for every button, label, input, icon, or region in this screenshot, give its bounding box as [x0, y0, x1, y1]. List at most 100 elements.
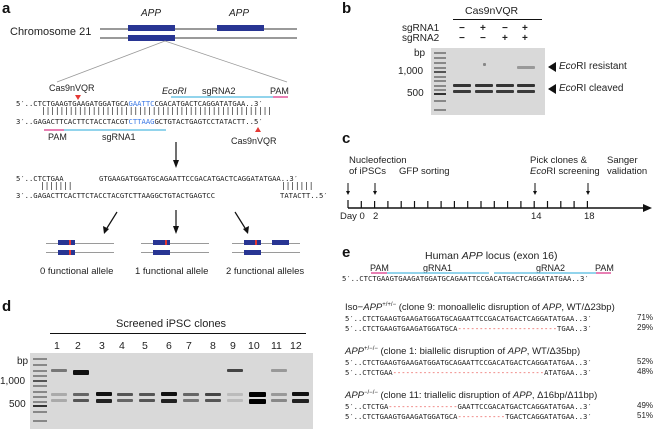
lane-number: 7 — [186, 340, 192, 352]
marker-500-label: 500 — [9, 399, 26, 410]
outcome-2-label: 2 functional alleles — [226, 266, 305, 277]
allele-sequence: 5′..CTCTGA----------------GAATTCCGACATGA… — [345, 402, 592, 411]
mutation-mark — [165, 240, 167, 245]
allele-percent: 51% — [637, 411, 654, 420]
lane-sign: − — [459, 33, 465, 44]
pam-bottom-label: PAM — [48, 132, 67, 142]
chromosome-line-bottom — [100, 37, 297, 39]
event-pick-clones-line2: EcoRI screening — [530, 166, 600, 177]
exon-box — [58, 240, 75, 245]
cas9nvqr-header: Cas9nVQR — [465, 5, 519, 17]
lane-number: 6 — [166, 340, 172, 352]
allele-line — [141, 243, 209, 244]
cut-bottom-right: TATACTT..5′ — [280, 191, 328, 200]
event-gfp-sorting: GFP sorting — [399, 166, 450, 177]
header-underline — [453, 19, 542, 20]
sequence-top-strand: 5′..CTCTGAAGTGAAGATGGATGCAGAATTCCGACATGA… — [16, 99, 263, 108]
exon-box — [153, 250, 170, 255]
ecori-cleaved-annotation: EcoRI cleaved — [559, 83, 624, 94]
exon-box — [244, 240, 261, 245]
cut-top-right: GTGAAGATGGATGCAGAATTCCGACATGACTCAGGATATG… — [99, 174, 299, 183]
bp-label: bp — [414, 48, 426, 59]
mutation-mark — [255, 240, 257, 245]
allele-percent: 29% — [637, 323, 654, 332]
event-nucleofection-line1: Nucleofection — [349, 155, 407, 166]
exon-box — [128, 25, 175, 31]
sgrna2-label: sgRNA2 — [202, 86, 236, 96]
lane-sign: − — [480, 33, 486, 44]
screened-clones-header: Screened iPSC clones — [116, 318, 227, 330]
exon-box — [58, 250, 75, 255]
ecori-label: EcoRI — [162, 86, 187, 96]
outcome-1-label: 1 functional allele — [135, 266, 209, 277]
cut-bottom-left: 3′..GAGACTTCACTTCTACCTACGTCTTAAGGCTGTACT… — [16, 191, 216, 200]
genotype-title-clone1: APP+/−/− (clone 1: biallelic disruption … — [345, 346, 581, 358]
panel-d-label: d — [2, 298, 12, 315]
allele-line — [46, 243, 114, 244]
day-0-label: Day 0 — [340, 211, 365, 222]
day-18-label: 18 — [584, 211, 595, 222]
event-sanger-line2: validation — [607, 166, 648, 177]
genotype-title-clone11: APP−/−/− (clone 11: triallelic disruptio… — [345, 390, 598, 402]
marker-1000-label: 1,000 — [0, 376, 26, 387]
allele-sequence: 5′..CTCTGAAGTGAAGATGGATGCA--------------… — [345, 324, 592, 333]
sgrna2-row-label: sgRNA2 — [402, 33, 440, 44]
allele-sequence: 5′..CTCTGAAGTGAAGATGGATGCAGAATTCCGACATGA… — [345, 358, 592, 367]
base-pair-bars: ||||||||||||||||||||||||||||||||||||||||… — [41, 106, 272, 115]
allele-line — [46, 252, 114, 253]
outcome-0-label: 0 functional allele — [40, 266, 114, 277]
allele-percent: 49% — [637, 401, 654, 410]
lane-number: 10 — [248, 340, 260, 352]
pam-left-label: PAM — [370, 263, 389, 273]
gene-label-app-1: APP — [141, 8, 162, 19]
lane-sign: + — [502, 33, 508, 44]
allele-line — [141, 252, 209, 253]
lane-sign: − — [459, 23, 465, 34]
lane-sign: − — [502, 23, 508, 34]
day-14-label: 14 — [531, 211, 542, 222]
header-underline — [50, 333, 306, 334]
allele-sequence: 5′..CTCTGAAGTGAAGATGGATGCA-----------TGA… — [345, 412, 592, 421]
chromosome-line-top — [100, 28, 297, 30]
gel-image-d — [30, 353, 313, 429]
exon-box — [153, 240, 170, 245]
mutation-mark — [69, 240, 71, 245]
lane-number: 2 — [75, 340, 81, 352]
marker-1000-label: 1,000 — [398, 66, 424, 77]
lane-number: 9 — [230, 340, 236, 352]
lane-number: 8 — [210, 340, 216, 352]
sgrna1-row-label: sgRNA1 — [402, 23, 440, 34]
cut-bars-left: ||||||| — [40, 181, 73, 190]
event-nucleofection-line2: of iPSCs — [349, 166, 386, 177]
ecori-resistant-annotation: EcoRI resistant — [559, 61, 627, 72]
day-2-label: 2 — [373, 211, 379, 222]
lane-number: 11 — [271, 340, 282, 352]
grna1-label: gRNA1 — [423, 263, 453, 273]
genotype-title-clone9: Iso−APP+/+/− (clone 9: monoallelic disru… — [345, 302, 615, 314]
panel-c-label: c — [342, 130, 351, 147]
lane-sign: + — [480, 23, 486, 34]
lane-number: 1 — [54, 340, 60, 352]
mutation-mark — [69, 250, 71, 255]
arrow-cleaved-icon — [548, 84, 556, 94]
zoom-lines — [44, 40, 288, 234]
allele-percent: 52% — [637, 357, 654, 366]
allele-line — [232, 243, 300, 244]
panel-a-label: a — [2, 0, 11, 17]
lane-number: 3 — [99, 340, 105, 352]
exon-box — [128, 35, 175, 41]
cas9nvqr-bottom-label: Cas9nVQR — [231, 136, 277, 146]
panel-e-label: e — [342, 244, 351, 261]
lane-sign: + — [522, 33, 528, 44]
panel-b-label: b — [342, 0, 352, 17]
lane-sign: + — [522, 23, 528, 34]
allele-percent: 48% — [637, 367, 654, 376]
arrow-resistant-icon — [548, 62, 556, 72]
allele-sequence: 5′..CTCTGAAGTGAAGATGGATGCAGAATTCCGACATGA… — [345, 314, 592, 323]
pam-top-label: PAM — [270, 86, 289, 96]
guide-underlines — [371, 272, 611, 274]
exon-box — [244, 250, 261, 255]
lane-number: 4 — [119, 340, 125, 352]
marker-500-label: 500 — [407, 88, 424, 99]
reference-sequence: 5′..CTCTGAAGTGAAGATGGATGCAGAATTCCGACATGA… — [342, 274, 589, 283]
